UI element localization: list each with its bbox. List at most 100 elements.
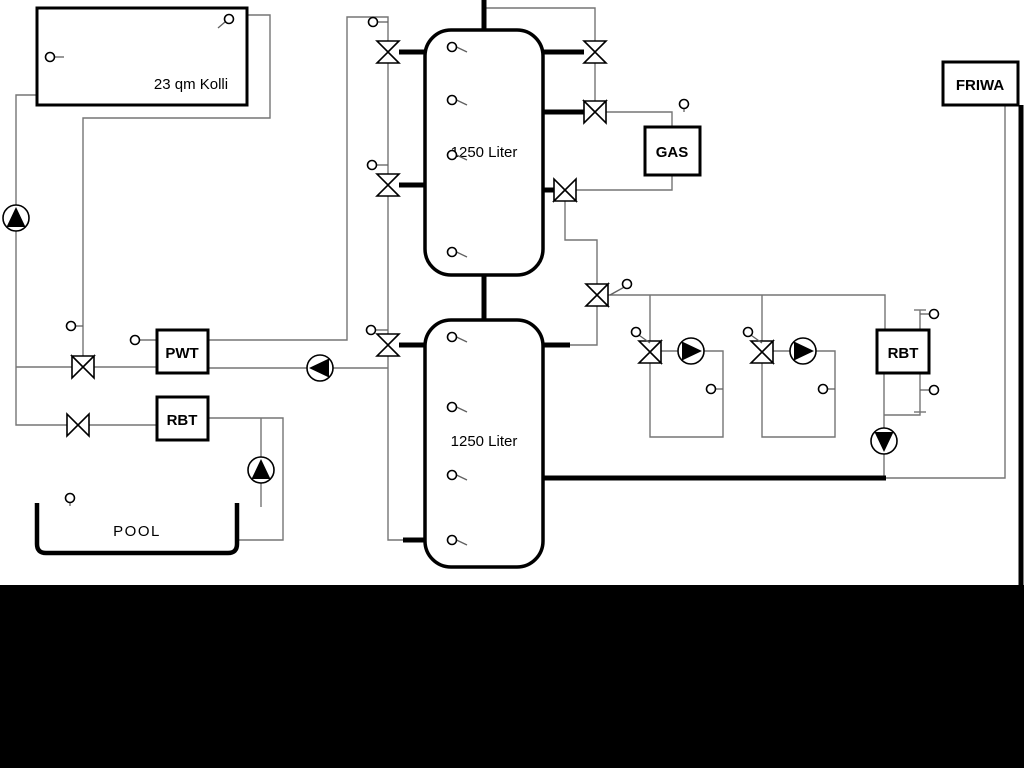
pipe-gas-supply — [606, 111, 673, 127]
rbt-right-unit: RBT — [875, 328, 931, 375]
sensor-charge-line-top — [367, 16, 388, 28]
pipe-gas-return — [576, 175, 673, 191]
valve-body — [582, 40, 608, 64]
sensor-icon — [65, 320, 77, 332]
friwa-station: FRIWA — [941, 60, 1020, 107]
sensor-tank2-3 — [446, 469, 468, 481]
rbt-right-outline — [875, 328, 931, 375]
sensor-icon — [446, 469, 458, 481]
valve-body — [375, 40, 401, 64]
sensor-icon — [366, 159, 378, 171]
sensor-icon — [446, 331, 458, 343]
pump-direction-down-icon — [874, 432, 894, 452]
valve-body — [582, 99, 608, 125]
sensor-icon — [365, 324, 377, 336]
sensor-icon — [928, 308, 940, 320]
sensor-icon — [817, 383, 829, 395]
sensor-tank2-1 — [446, 331, 468, 343]
rbt-left-outline — [155, 395, 210, 442]
pipe-return-branch — [564, 201, 598, 284]
sensor-icon — [742, 326, 754, 338]
sensor-icon — [621, 278, 633, 290]
sensor-circuit-a-return — [705, 383, 723, 395]
sensor-icon — [678, 98, 690, 110]
sensor-pool — [64, 492, 76, 506]
sensor-circuit-b-return — [817, 383, 835, 395]
valve-gas-supply-threeway — [582, 99, 608, 125]
sensor-tank2-4 — [446, 534, 468, 546]
buffer-tank-top: 1250 Liter — [423, 28, 545, 277]
pump-direction-up-icon — [6, 207, 26, 227]
solar-collector: 23 qm Kolli — [35, 6, 249, 107]
sensor-charge-line-middle — [366, 159, 388, 171]
valve-gas-return-threeway — [552, 177, 578, 203]
pool-basin: POOL — [34, 503, 240, 556]
pwt-label: PWT — [165, 345, 198, 362]
sensor-icon — [630, 326, 642, 338]
valve-header-mixer — [584, 282, 610, 308]
gas-boiler: GAS — [643, 125, 702, 177]
rbt-left-label: RBT — [167, 412, 198, 429]
sensor-stem — [217, 21, 226, 29]
sensor-collector-left — [44, 51, 64, 63]
sensor-icon — [446, 149, 458, 161]
sensor-stem — [456, 474, 468, 481]
pool-label: POOL — [113, 523, 161, 540]
valve-charge-tank2 — [375, 333, 401, 357]
sensor-tank1-2 — [446, 94, 468, 106]
sensor-icon — [367, 16, 379, 28]
sensor-bypass-bottom — [920, 384, 940, 396]
sensor-icon — [64, 492, 76, 504]
pipe-collector-hot-line — [82, 14, 271, 356]
valve-solar-mixer-left — [70, 354, 96, 380]
valve-charge-tank1-top — [375, 40, 401, 64]
rbt-right-label: RBT — [888, 345, 919, 362]
valve-charge-tank1-bottom — [375, 173, 401, 197]
friwa-label: FRIWA — [956, 77, 1004, 94]
sensor-icon — [223, 13, 235, 25]
footer-black-bar — [0, 585, 1024, 768]
sensor-stem — [456, 406, 468, 413]
sensor-circuit-a-mixer — [630, 326, 651, 344]
sensor-icon — [705, 383, 717, 395]
pump-direction-right-icon — [794, 341, 814, 361]
sensor-icon — [129, 334, 141, 346]
sensor-bypass-top — [920, 308, 940, 320]
sensor-gas-line — [678, 98, 690, 112]
valve-body — [70, 354, 96, 380]
pump-circuit-a — [677, 337, 705, 365]
plate-heat-exchanger-pwt: PWT — [155, 328, 210, 375]
pump-charge — [306, 354, 334, 382]
tank-label: 1250 Liter — [451, 433, 518, 450]
pipe-rbt-left-to-pool — [208, 417, 284, 541]
sensor-stem — [456, 251, 468, 258]
pump-direction-left-icon — [309, 358, 329, 378]
sensor-tank1-4 — [446, 246, 468, 258]
sensor-tank1-3 — [446, 149, 468, 161]
sensor-stem — [609, 286, 624, 296]
collector-label: 23 qm Kolli — [154, 76, 228, 93]
gas-label: GAS — [656, 144, 689, 161]
valve-body — [375, 173, 401, 197]
pwt-outline — [155, 328, 210, 375]
sensor-collector-top — [217, 13, 235, 29]
tank-outline — [423, 318, 545, 569]
pump-circuit-b — [789, 337, 817, 365]
sensor-stem — [639, 334, 651, 344]
rbt-left-unit: RBT — [155, 395, 210, 442]
sensor-icon — [446, 534, 458, 546]
sensor-stem — [456, 154, 468, 161]
pool-outline — [34, 503, 240, 556]
valve-body — [375, 333, 401, 357]
valve-body — [66, 412, 90, 438]
sensor-icon — [446, 41, 458, 53]
collector-outline — [35, 6, 249, 107]
sensor-charge-line-lower — [365, 324, 388, 336]
pipe-pwt-to-charge-top — [208, 16, 389, 341]
pipe-heating-header — [608, 294, 886, 330]
valve-tank1-top-right — [582, 40, 608, 64]
pump-direction-right-icon — [682, 341, 702, 361]
sensor-icon — [928, 384, 940, 396]
sensor-stem — [456, 99, 468, 106]
